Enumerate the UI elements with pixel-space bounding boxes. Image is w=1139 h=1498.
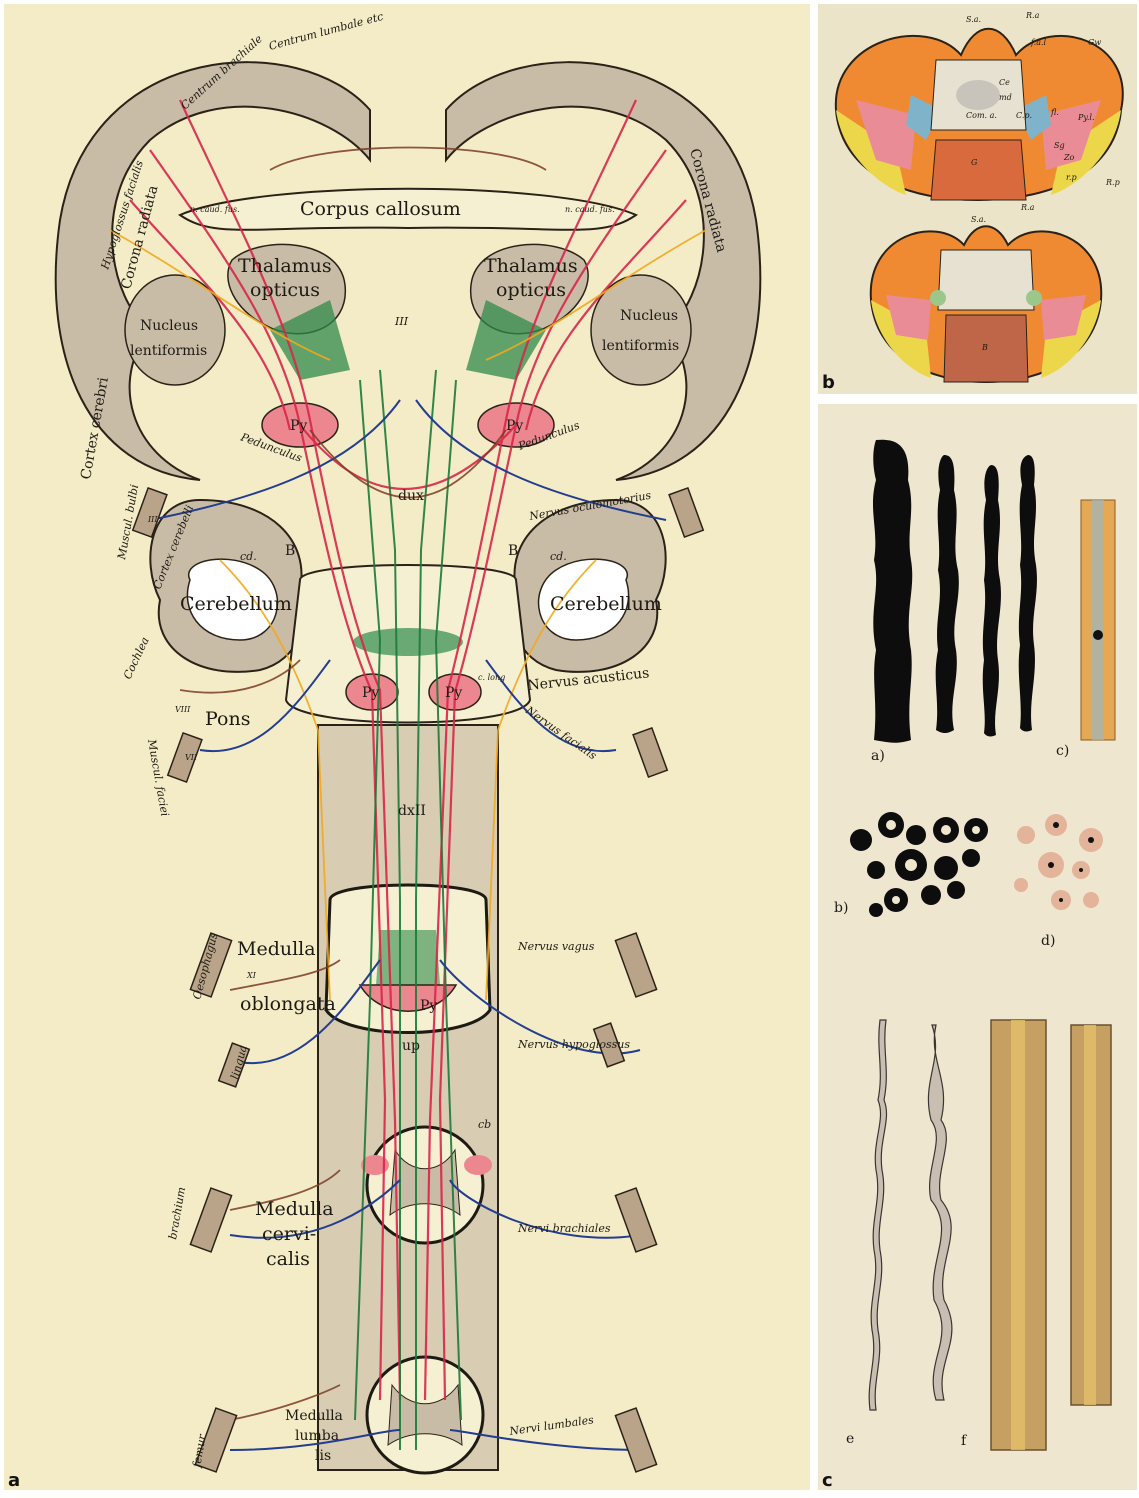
label-b-B: B [981,343,988,352]
label-nervus-vagus: Nervus vagus [517,940,595,953]
label-thalamus-right-1: Thalamus [484,255,578,277]
label-b-md: md [999,93,1012,102]
label-b-gw: Gw [1088,38,1101,47]
label-c-d: d) [1041,933,1055,949]
section-lower-green-right [1026,290,1042,306]
label-py-oblongata: Py [420,998,437,1014]
label-nucleus-left-2: lentiformis [130,343,207,359]
panel-c-letter: c [822,1470,833,1491]
label-b-sa-bottom: S.a. [971,215,986,224]
label-b-ra: R.a [1025,11,1040,20]
label-nervus-hypoglossus: Nervus hypoglossus [517,1038,630,1051]
panel-a-svg: Corpus callosum Thalamus opticus Thalamu… [0,0,816,1494]
label-b-g: G [971,158,978,167]
label-c-b: b) [834,900,848,916]
label-py-peduncle-left: Py [290,418,307,434]
label-medulla-lumbalis-2: lumba [295,1428,339,1444]
label-vii: VII [185,753,198,762]
label-cerebellum-left: Cerebellum [180,593,292,615]
label-b-rp: r.p [1066,173,1077,182]
label-b-pyl: Py.l. [1077,113,1094,122]
label-medulla-oblongata-1: Medulla [237,938,316,960]
label-n-caud-left: n. caud. fus. [190,205,240,214]
label-b-ce: Ce [999,78,1010,87]
label-medulla-cervicalis-3: calis [266,1248,310,1270]
label-corpus-callosum: Corpus callosum [300,198,461,220]
label-up: up [402,1038,420,1054]
label-cd-right: cd. [550,550,567,563]
panel-b-sections: S.a. R.a f.a.l Gw Ce md Com. a. C.p. fl.… [816,0,1139,398]
label-b-right: B [508,543,518,559]
panel-c-svg: a) c) b) d) e f c [816,400,1139,1494]
label-xi: XI [246,971,257,980]
panel-a-illustration: Corpus callosum Thalamus opticus Thalamu… [0,0,816,1494]
label-dxii: dxII [398,803,426,819]
label-medulla-oblongata-2: oblongata [240,993,336,1015]
label-thalamus-left-2: opticus [250,279,320,301]
label-py-pons-right: Py [445,685,462,701]
label-nucleus-right-1: Nucleus [620,308,678,324]
label-cerebellum-right: Cerebellum [550,593,662,615]
label-nervi-brachiales: Nervi brachiales [517,1222,611,1235]
label-iii-nerve: III [147,515,158,524]
label-b-cp: C.p. [1016,111,1032,120]
section-lower-green-left [930,290,946,306]
label-b-Rp: R.p [1105,178,1120,187]
label-b-sa-top: S.a. [966,15,981,24]
label-b-left: B [285,543,295,559]
label-medulla-lumbalis-1: Medulla [285,1408,343,1424]
label-iii-center: III [394,315,409,328]
label-thalamus-right-2: opticus [496,279,566,301]
section-lower-grey [938,250,1034,310]
label-cb: cb [478,1118,491,1131]
fiber-c-orange [1081,500,1115,740]
label-c-a: a) [871,748,885,764]
label-c-e: e [846,1431,854,1447]
label-dux: dux [398,488,424,504]
label-b-zo: Zo [1063,153,1075,162]
label-c-c: c) [1056,743,1069,759]
label-medulla-cervicalis-2: cervi- [262,1223,316,1245]
label-viii: VIII [175,705,191,714]
py-cervical-right [464,1155,492,1175]
medulla-oblongata-green [376,930,440,985]
label-medulla-cervicalis-1: Medulla [255,1198,334,1220]
section-upper-nucleus [956,80,1000,110]
label-medulla-lumbalis-3: lis [315,1448,331,1464]
label-b-fat: f.a.l [1030,38,1047,47]
panel-a-letter: a [8,1470,20,1491]
label-c-long: c. long [478,673,505,682]
label-b-fl: fl. [1050,108,1059,117]
panel-b-letter: b [822,372,835,393]
label-n-caud-right: n. caud. fus. [565,205,615,214]
label-nucleus-right-2: lentiformis [602,338,679,354]
label-b-sg: Sg [1054,141,1065,150]
section-upper-center [931,140,1026,200]
label-thalamus-left-1: Thalamus [238,255,332,277]
label-b-ra-bottom: R.a [1020,203,1035,212]
panel-c-fibers: a) c) b) d) e f c [816,400,1139,1494]
label-b-com-a: Com. a. [966,111,997,120]
label-py-pons-left: Py [362,685,379,701]
label-py-peduncle-right: Py [506,418,523,434]
label-pons: Pons [205,708,250,730]
pons-green-nucleus [353,628,463,656]
label-nucleus-left-1: Nucleus [140,318,198,334]
panel-b-svg: S.a. R.a f.a.l Gw Ce md Com. a. C.p. fl.… [816,0,1139,398]
label-cd-left: cd. [240,550,257,563]
